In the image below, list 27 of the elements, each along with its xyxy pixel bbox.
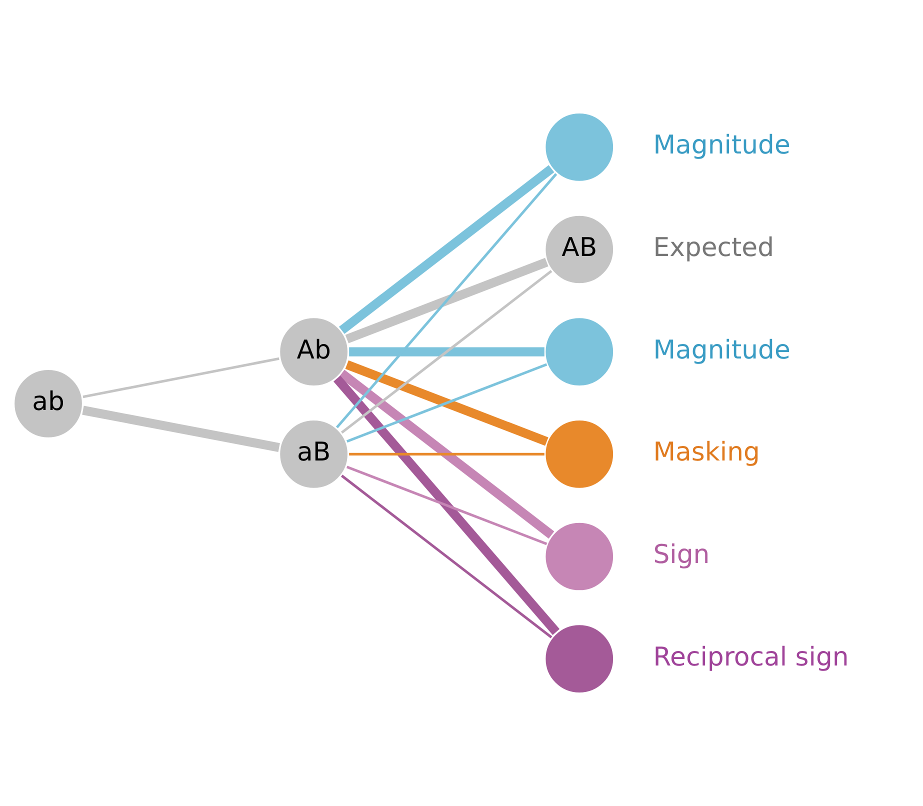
connector bbox=[334, 376, 560, 635]
connector bbox=[82, 357, 280, 398]
node-label: Expected bbox=[653, 232, 774, 263]
node-circle: aB bbox=[278, 418, 350, 490]
node-circle bbox=[543, 418, 616, 490]
connector bbox=[346, 466, 548, 546]
node-label: Reciprocal sign bbox=[653, 642, 849, 672]
connector bbox=[349, 452, 544, 456]
node-circle bbox=[543, 622, 616, 696]
connector bbox=[349, 347, 544, 356]
node-circle bbox=[543, 520, 616, 593]
connector bbox=[82, 406, 280, 452]
node-circle: AB bbox=[543, 213, 616, 286]
connector bbox=[340, 270, 552, 434]
node-circle: Ab bbox=[278, 316, 350, 388]
connector bbox=[338, 370, 554, 539]
node-circle bbox=[543, 316, 616, 388]
node-circle: ab bbox=[12, 367, 85, 440]
connector bbox=[336, 173, 558, 428]
connector bbox=[345, 258, 548, 344]
node-label: Masking bbox=[653, 438, 760, 468]
connector bbox=[340, 474, 552, 638]
node-label: Magnitude bbox=[653, 130, 790, 161]
connector bbox=[338, 165, 554, 334]
node-circle bbox=[543, 110, 616, 184]
node-label: Magnitude bbox=[653, 335, 790, 366]
node-label: Sign bbox=[653, 540, 710, 570]
